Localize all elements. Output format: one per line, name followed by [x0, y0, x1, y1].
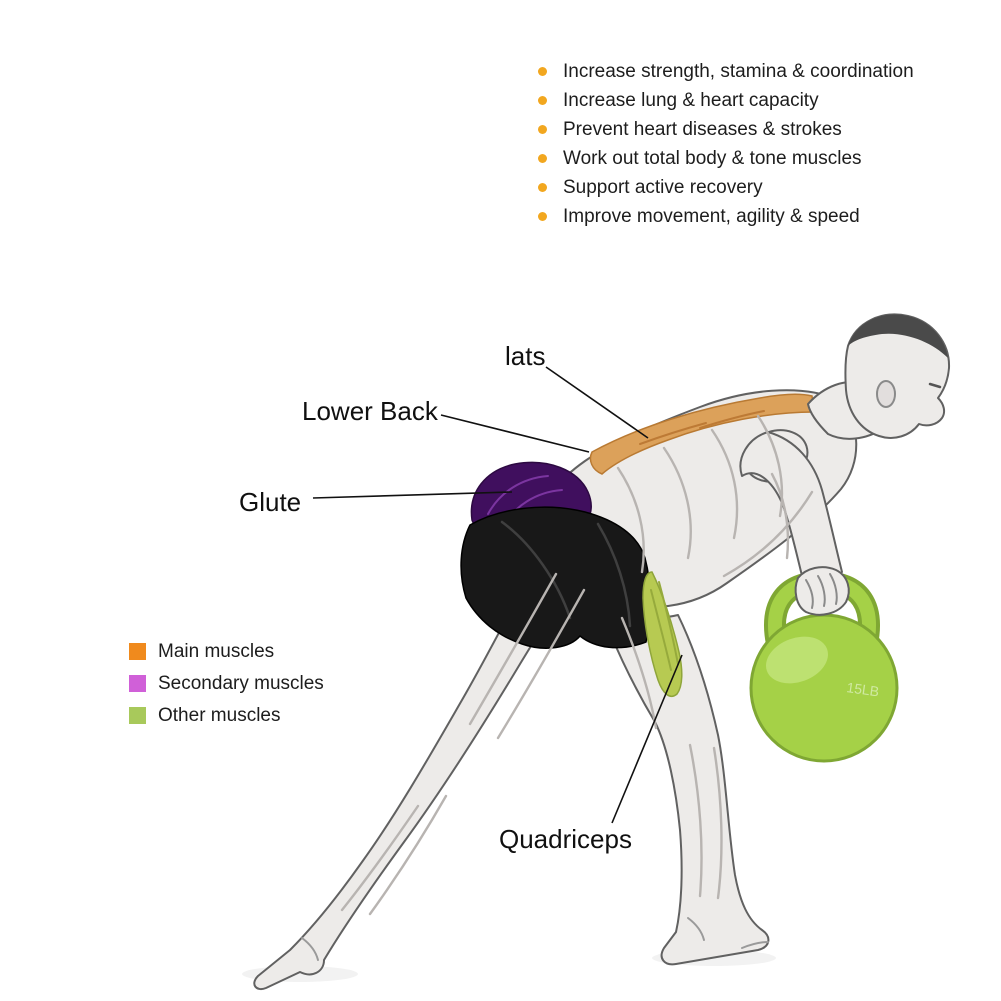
- muscle-legend: Main muscles Secondary muscles Other mus…: [129, 640, 324, 738]
- kettlebell-shine: [766, 636, 828, 684]
- benefit-item: Prevent heart diseases & strokes: [538, 115, 914, 144]
- benefit-text: Improve movement, agility & speed: [563, 205, 860, 227]
- leader-line-lower-back: [440, 414, 590, 453]
- leader-line-glute: [312, 491, 513, 499]
- label-quadriceps: Quadriceps: [499, 824, 632, 854]
- legend-item-label: Secondary muscles: [158, 672, 324, 694]
- benefit-text: Increase strength, stamina & coordinatio…: [563, 60, 914, 82]
- label-glute: Glute: [239, 487, 302, 517]
- bullet-icon: [538, 154, 547, 163]
- benefit-item: Work out total body & tone muscles: [538, 144, 914, 173]
- benefit-item: Increase lung & heart capacity: [538, 86, 914, 115]
- finger-lines: [805, 573, 838, 609]
- leader-line-lats: [545, 366, 649, 439]
- benefit-text: Prevent heart diseases & strokes: [563, 118, 842, 140]
- label-lats: lats: [505, 341, 546, 371]
- benefit-text: Support active recovery: [563, 176, 763, 198]
- bullet-icon: [538, 125, 547, 134]
- legend-item: Main muscles: [129, 640, 324, 662]
- muscle-detail-lines: [340, 414, 814, 916]
- bullet-icon: [538, 183, 547, 192]
- eye: [928, 382, 942, 389]
- legend-swatch-secondary: [129, 675, 146, 692]
- hair: [848, 314, 948, 358]
- legend-item: Other muscles: [129, 704, 324, 726]
- benefit-text: Work out total body & tone muscles: [563, 147, 862, 169]
- legend-item: Secondary muscles: [129, 672, 324, 694]
- leader-lines: [312, 366, 683, 824]
- benefit-text: Increase lung & heart capacity: [563, 89, 819, 111]
- rear-leg: [597, 599, 770, 966]
- shorts: [460, 506, 652, 649]
- foot-detail-lines: [301, 917, 769, 961]
- ear: [876, 380, 896, 408]
- leader-line-quadriceps: [611, 654, 683, 824]
- legend-swatch-main: [129, 643, 146, 660]
- quadriceps-striations: [650, 581, 679, 671]
- benefit-item: Increase strength, stamina & coordinatio…: [538, 57, 914, 86]
- benefit-item: Support active recovery: [538, 173, 914, 202]
- legend-item-label: Main muscles: [158, 640, 275, 662]
- hand: [794, 566, 850, 616]
- legend-swatch-other: [129, 707, 146, 724]
- bullet-icon: [538, 67, 547, 76]
- lats-striations: [639, 410, 765, 445]
- label-lower-back: Lower Back: [302, 396, 438, 426]
- bullet-icon: [538, 96, 547, 105]
- lats-highlight: [589, 393, 815, 475]
- kettlebell-weight-text: 15LB: [846, 679, 881, 699]
- benefit-item: Improve movement, agility & speed: [538, 202, 914, 231]
- legend-item-label: Other muscles: [158, 704, 281, 726]
- bullet-icon: [538, 212, 547, 221]
- shorts-sheen: [500, 520, 632, 628]
- benefits-list: Increase strength, stamina & coordinatio…: [538, 57, 914, 231]
